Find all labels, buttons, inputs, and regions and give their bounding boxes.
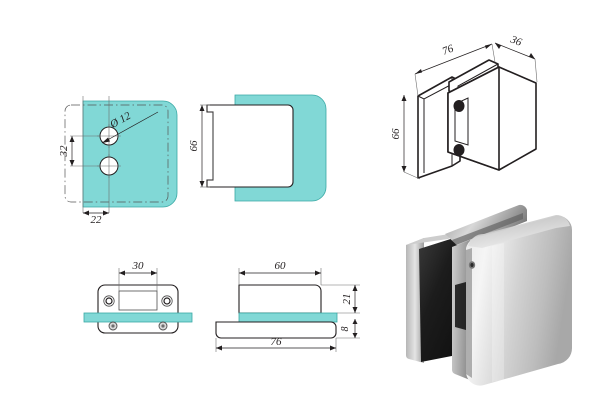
photo-body-seam	[466, 248, 472, 378]
dim-66-side-arrow-bottom	[199, 181, 205, 187]
bottom-view-slot	[118, 290, 158, 311]
dim-66-iso-ext-bottom	[403, 171, 421, 180]
dim-76-iso-ext-right	[491, 43, 496, 63]
bottom-view: 30	[83, 260, 193, 334]
photo-fixing-hole-inner	[470, 263, 474, 267]
bottom-view-slot-label: 30	[132, 260, 145, 272]
dim-60-arrow-right	[315, 270, 321, 276]
front-view-offset-label: 22	[91, 214, 103, 226]
section-view-body-height-label: 21	[341, 294, 353, 305]
front-view-spacing-label: 32	[58, 145, 70, 158]
bottom-view-screw-left-core	[111, 324, 115, 328]
front-view: Ø 12 32 22	[58, 96, 178, 226]
iso-hole-lower	[453, 144, 465, 156]
section-view-base-height-label: 8	[340, 327, 351, 332]
iso-body-edge-highlight	[498, 66, 537, 171]
dim-60-arrow-left	[239, 270, 245, 276]
dim-76-iso-line	[414, 43, 493, 75]
dim-8-arrow-bottom	[352, 333, 358, 338]
photo-body-front	[465, 215, 573, 386]
section-view-base-width-label: 76	[271, 336, 283, 348]
dim-32-arrow-top	[69, 136, 75, 142]
section-view-base	[215, 321, 337, 339]
iso-depth-label: 36	[508, 33, 524, 49]
side-view: 66	[188, 94, 327, 202]
dim-8-arrow-top	[352, 319, 358, 324]
diameter-leader-arrow	[102, 137, 110, 143]
dim-22-arrow-right	[103, 210, 109, 216]
iso-hole-upper	[453, 100, 465, 112]
isometric-view: 76 36 66	[390, 33, 538, 180]
product-photo	[405, 204, 573, 386]
photo-body-highlight	[492, 243, 504, 382]
front-view-hidden-outline	[64, 104, 169, 203]
dim-22-arrow-left	[83, 210, 89, 216]
photo-glass-panel	[419, 236, 462, 362]
dim-76-arrow-left	[216, 345, 222, 351]
dim-66-iso-arrow-bottom	[401, 166, 407, 172]
section-view-body	[238, 284, 322, 314]
dim-32-arrow-bottom	[69, 160, 75, 166]
bottom-view-glass-strip	[83, 312, 193, 323]
bottom-view-hole-left	[103, 295, 115, 307]
photo-body-groove	[455, 282, 466, 330]
side-view-body-outline	[206, 104, 294, 188]
dim-76-arrow-right	[330, 345, 336, 351]
iso-height-label: 66	[390, 128, 402, 140]
dim-21-arrow-bottom	[352, 307, 358, 313]
dim-76-iso-arrow-left	[415, 69, 422, 74]
iso-back-plate-top	[417, 80, 459, 100]
section-view-glass-strip	[238, 312, 338, 323]
iso-body-channel	[454, 97, 469, 146]
photo-body-top-bevel	[468, 214, 570, 248]
dim-30-arrow-left	[119, 270, 125, 276]
dim-36-iso-arrow-left	[495, 43, 501, 49]
diameter-leader-line	[101, 111, 159, 144]
bottom-view-screw-right-core	[161, 324, 165, 328]
dim-66-iso-arrow-top	[401, 95, 407, 101]
bottom-view-hole-left-inner	[105, 297, 113, 305]
iso-width-label: 76	[441, 42, 456, 57]
side-view-height-label: 66	[188, 140, 200, 152]
bottom-view-hole-right	[161, 295, 173, 307]
dim-36-iso-arrow-right	[529, 53, 535, 59]
dim-36-iso-ext-right	[534, 58, 538, 83]
section-view: 60 21 8 76	[215, 260, 360, 352]
dim-66-side-arrow-top	[199, 105, 205, 111]
dim-76-iso-ext-left	[414, 73, 419, 97]
bottom-view-hole-right-inner	[163, 297, 171, 305]
dim-36-iso-line	[494, 42, 536, 60]
dim-30-arrow-right	[151, 270, 157, 276]
photo-rail-shadow	[452, 213, 523, 245]
section-view-top-width-label: 60	[275, 260, 287, 272]
dim-21-arrow-top	[352, 285, 358, 291]
dim-76-iso-arrow-right	[485, 44, 492, 49]
